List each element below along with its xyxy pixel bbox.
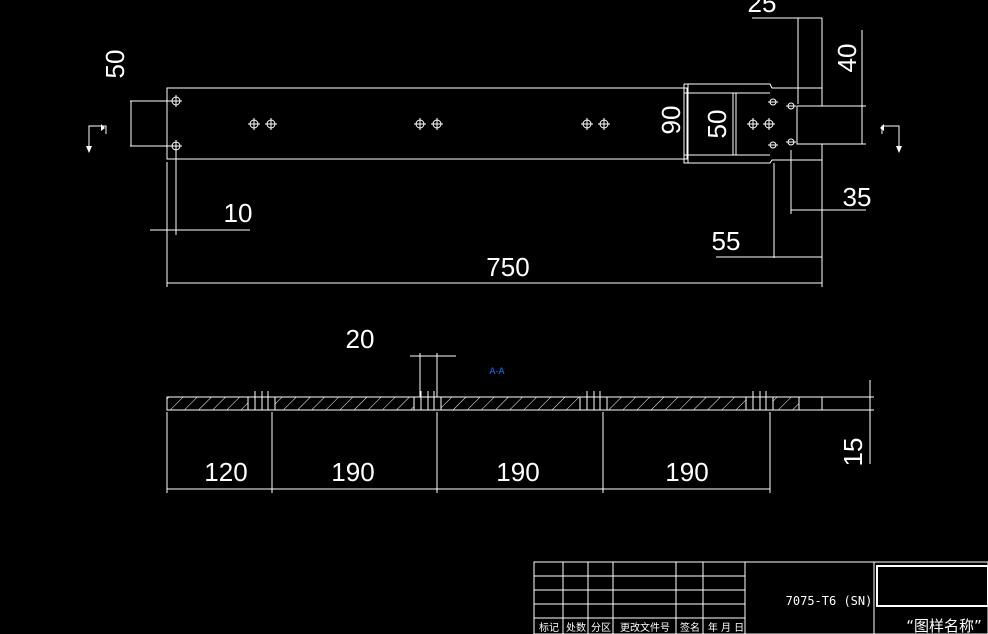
hole-pairs — [248, 98, 796, 149]
dim-slot-depth: 35 — [843, 182, 872, 212]
dim-spacing-3: 190 — [496, 457, 539, 487]
dim-height-left: 50 — [100, 50, 130, 79]
dim-end-height-outer: 90 — [656, 106, 686, 135]
section-view — [167, 353, 874, 493]
title-block — [534, 562, 988, 634]
dim-end-length: 55 — [712, 226, 741, 256]
tb-header-date: 年 月 日 — [708, 621, 744, 634]
dim-hole-dia: 20 — [346, 324, 375, 354]
dim-end-height-inner: 50 — [702, 110, 732, 139]
section-dimension-lines — [167, 353, 874, 493]
dim-slot-height: 40 — [832, 44, 862, 73]
dim-hole-offset: 10 — [224, 198, 253, 228]
tb-header-zone: 分区 — [591, 622, 611, 634]
drawing-name: “图样名称” — [906, 617, 982, 634]
top-view — [89, 18, 899, 287]
top-dimension-lines — [130, 18, 866, 287]
dim-spacing-2: 190 — [331, 457, 374, 487]
section-marker-left — [89, 126, 106, 152]
dim-slot-width: 25 — [748, 0, 777, 18]
tb-header-mark: 标记 — [539, 622, 559, 634]
material-label: 7075-T6 (SN) — [786, 594, 873, 608]
dim-spacing-4: 190 — [665, 457, 708, 487]
section-arrows — [86, 124, 902, 153]
dim-total-length: 750 — [486, 252, 529, 282]
end-section-outline — [684, 84, 822, 163]
tb-header-signature: 签名 — [680, 621, 700, 634]
tb-header-change-doc: 更改文件号 — [620, 621, 670, 634]
section-marker-right — [882, 126, 899, 152]
section-label: A-A — [489, 367, 505, 377]
dim-spacing-1: 120 — [204, 457, 247, 487]
section-holes — [248, 391, 773, 410]
hole-group-left — [170, 95, 182, 152]
dim-thickness: 15 — [838, 438, 868, 467]
tb-header-count: 处数 — [566, 621, 586, 634]
bar-outline — [167, 88, 687, 159]
